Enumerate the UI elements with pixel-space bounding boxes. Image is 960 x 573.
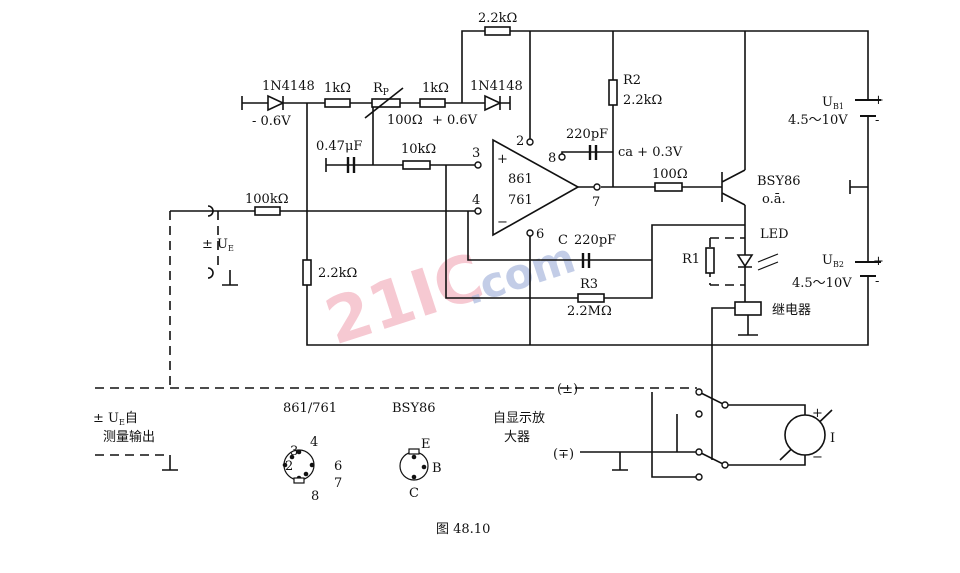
label-pkg1: 861/761: [283, 401, 337, 416]
components: [207, 26, 881, 484]
label-r2: R2: [623, 73, 641, 88]
figure-caption: 图 48.10: [436, 522, 490, 537]
label-r2-val: 2.2kΩ: [623, 93, 662, 108]
label-d1: 1N4148: [262, 79, 315, 94]
label-pm: (±): [557, 382, 578, 397]
label-oa: o.ā.: [762, 192, 786, 207]
label-r100k: 100kΩ: [245, 192, 288, 207]
label-led: LED: [760, 227, 789, 242]
label-ca: ca + 0.3V: [618, 145, 683, 160]
label-op1: 861: [508, 172, 533, 187]
label-c220a: 220pF: [566, 127, 608, 142]
label-ue: ± UE: [202, 237, 234, 253]
label-pin7: 7: [592, 195, 600, 210]
label-pin8: 8: [548, 151, 556, 166]
label-pk7: 7: [334, 476, 342, 491]
label-op2: 761: [508, 193, 533, 208]
label-ub1-minus: -: [875, 113, 879, 128]
label-c220b: 220pF: [574, 233, 616, 248]
label-pin3: 3: [472, 146, 480, 161]
label-r-top: 2.2kΩ: [478, 11, 517, 26]
label-out2: 测量输出: [103, 429, 155, 445]
label-amp2: 大器: [504, 430, 530, 445]
label-pkb: B: [432, 461, 442, 476]
label-pk6: 6: [334, 459, 342, 474]
wires: [95, 30, 869, 478]
label-ub2-plus: +: [873, 254, 884, 269]
label-amp1: 自显示放: [493, 411, 545, 426]
label-pkg2: BSY86: [392, 401, 436, 416]
label-meter-minus: −: [812, 450, 823, 465]
labels: 2.2kΩ 1N4148 - 0.6V 1kΩ RP 100Ω 1kΩ 1N41…: [93, 11, 884, 537]
label-pk2: 2: [285, 459, 293, 474]
label-v-neg: - 0.6V: [252, 114, 291, 129]
label-r10k: 10kΩ: [401, 142, 436, 157]
label-r3: R3: [580, 277, 598, 292]
svg-text:21IC: 21IC: [317, 240, 492, 360]
label-pk8: 8: [311, 489, 319, 504]
label-ub1: UB1: [822, 95, 844, 111]
label-r3-val: 2.2MΩ: [567, 304, 612, 319]
label-mp: (∓): [553, 447, 574, 462]
label-ub1-v: 4.5～10V: [788, 113, 848, 128]
label-pkc: C: [409, 486, 419, 501]
watermark: 21IC .com: [317, 233, 581, 360]
label-rp: RP: [373, 81, 389, 98]
label-d2: 1N4148: [470, 79, 523, 94]
label-ub1-plus: +: [873, 93, 884, 108]
label-v-pos: + 0.6V: [432, 113, 478, 128]
label-rp-val: 100Ω: [387, 113, 423, 128]
label-meter: I: [830, 431, 835, 446]
label-plus-input: +: [497, 152, 508, 167]
label-r1k-b: 1kΩ: [422, 81, 449, 96]
label-relay: 继电器: [772, 303, 811, 318]
label-pin6: 6: [536, 227, 544, 242]
label-r1: R1: [682, 252, 700, 267]
label-r22k: 2.2kΩ: [318, 266, 357, 281]
label-pke: E: [421, 437, 431, 452]
label-ub2: UB2: [822, 253, 844, 269]
label-bsy: BSY86: [757, 174, 801, 189]
label-ub2-v: 4.5～10V: [792, 276, 852, 291]
label-out1: ± UE自: [93, 411, 138, 427]
label-c047: 0.47μF: [316, 139, 362, 154]
label-ub2-minus: -: [875, 274, 879, 289]
label-pin2: 2: [516, 134, 524, 149]
label-pk3: 3: [290, 444, 298, 459]
label-minus-input: −: [497, 215, 508, 230]
label-meter-plus: +: [812, 406, 823, 421]
label-pk4: 4: [310, 435, 318, 450]
label-pin4: 4: [472, 193, 480, 208]
label-c: C: [558, 233, 568, 248]
label-r100: 100Ω: [652, 167, 688, 182]
label-r1k-a: 1kΩ: [324, 81, 351, 96]
